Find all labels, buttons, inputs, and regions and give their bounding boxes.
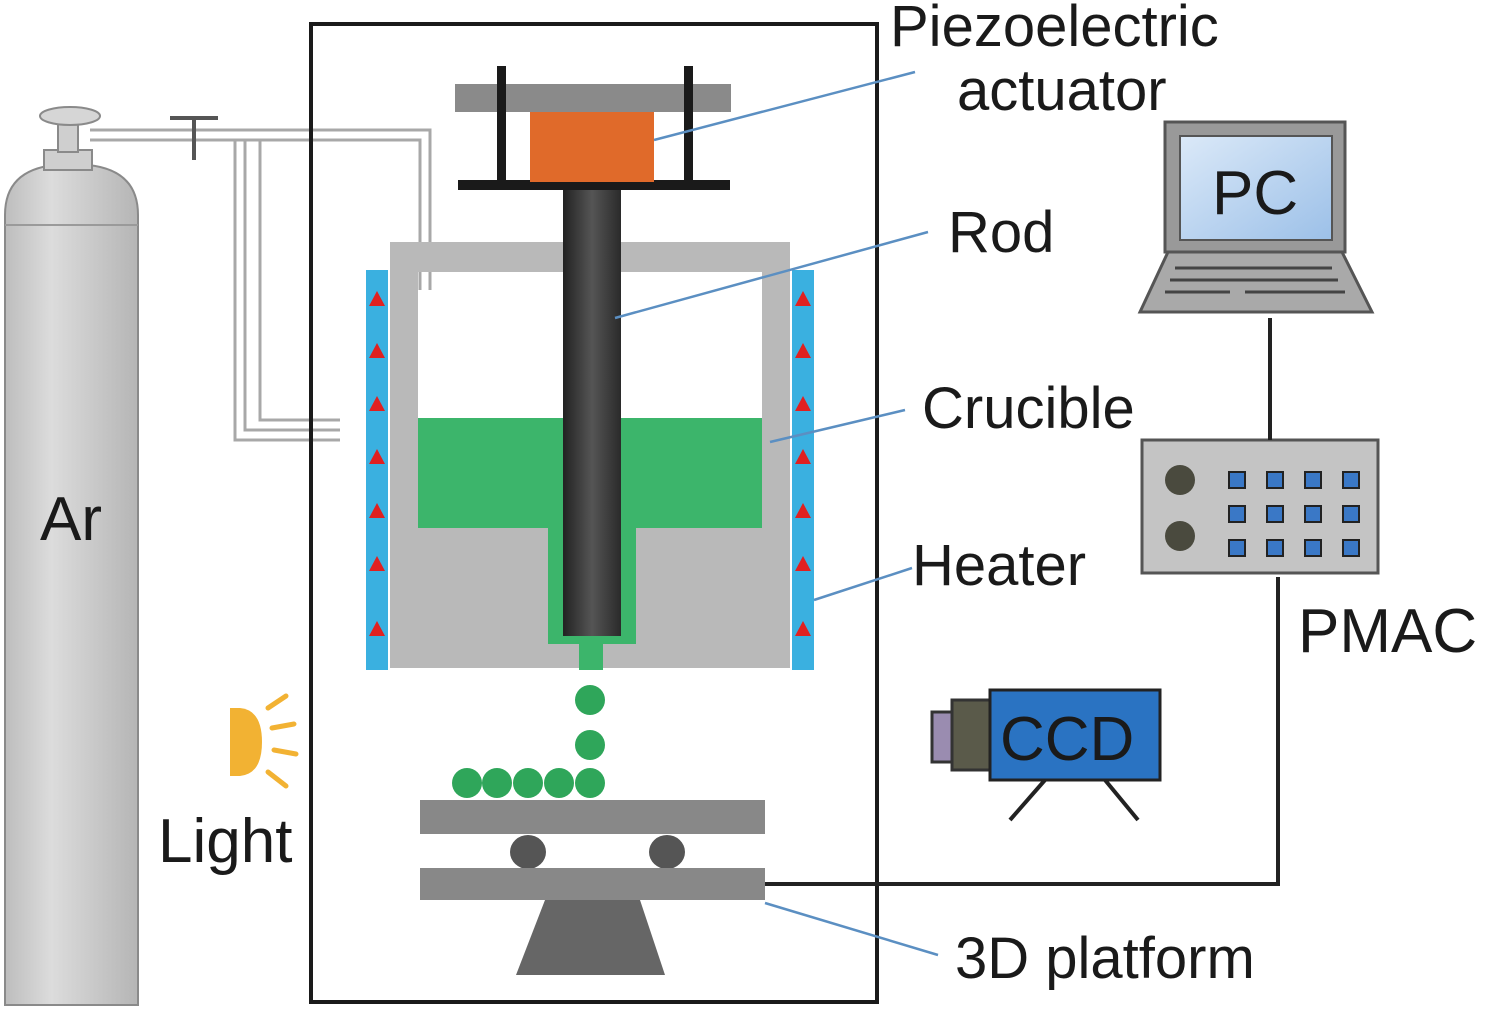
actuator-frame [455, 66, 731, 190]
pmac-button-icon [1342, 471, 1360, 489]
heater-marker [795, 556, 811, 571]
label-pc: PC [1212, 159, 1298, 228]
label-rod: Rod [948, 200, 1054, 265]
droplet [544, 768, 574, 798]
droplet [452, 768, 482, 798]
pmac-button-icon [1266, 471, 1284, 489]
heater-marker [369, 556, 385, 571]
pmac-button-icon [1228, 505, 1246, 523]
label-heater: Heater [912, 533, 1086, 598]
pmac-button-icon [1228, 539, 1246, 557]
cable [765, 318, 1280, 886]
label-actuator: actuator [957, 58, 1167, 123]
heater-markers [369, 291, 811, 636]
rod [563, 190, 621, 636]
pmac-controller [1140, 438, 1380, 575]
argon-gas-cylinder: Ar [4, 106, 139, 1006]
heater-marker [795, 621, 811, 636]
label-ar: Ar [40, 485, 102, 554]
pmac-button-icon [1304, 539, 1322, 557]
heater-left [366, 270, 388, 670]
piezoelectric-actuator [530, 112, 654, 182]
droplets [452, 685, 605, 798]
heater-marker [369, 396, 385, 411]
leader-lines [614, 70, 939, 957]
valve-icon [170, 116, 218, 160]
pmac-button-icon [1342, 539, 1360, 557]
label-3d-platform: 3D platform [955, 926, 1255, 991]
droplet [482, 768, 512, 798]
droplet [575, 730, 605, 760]
heater-marker [369, 449, 385, 464]
pmac-button-icon [1266, 505, 1284, 523]
pmac-button-icon [1228, 471, 1246, 489]
heater-marker [795, 291, 811, 306]
3d-platform [420, 800, 765, 975]
label-piezoelectric: Piezoelectric [890, 0, 1219, 59]
heater-marker [369, 291, 385, 306]
label-pmac: PMAC [1298, 597, 1477, 666]
heater-marker [795, 396, 811, 411]
droplet [575, 685, 605, 715]
ccd-camera: CCD [930, 688, 1162, 822]
heater-marker [369, 503, 385, 518]
heater-marker [795, 343, 811, 358]
droplet [575, 768, 605, 798]
pmac-buttons [1228, 471, 1360, 557]
heater-marker [795, 449, 811, 464]
heater-marker [369, 621, 385, 636]
heater-marker [795, 503, 811, 518]
light-icon [230, 693, 299, 789]
pmac-button-icon [1342, 505, 1360, 523]
heater-right [792, 270, 814, 670]
vacuum-chamber [309, 22, 879, 1004]
pc-laptop: PC [1137, 120, 1375, 314]
label-crucible: Crucible [922, 376, 1135, 441]
heater-marker [369, 343, 385, 358]
pmac-button-icon [1304, 471, 1322, 489]
gas-pipe [90, 128, 432, 442]
label-light: Light [158, 807, 292, 876]
pmac-button-icon [1266, 539, 1284, 557]
nozzle [579, 644, 603, 670]
pmac-button-icon [1304, 505, 1322, 523]
label-ccd: CCD [1000, 705, 1134, 774]
droplet [513, 768, 543, 798]
